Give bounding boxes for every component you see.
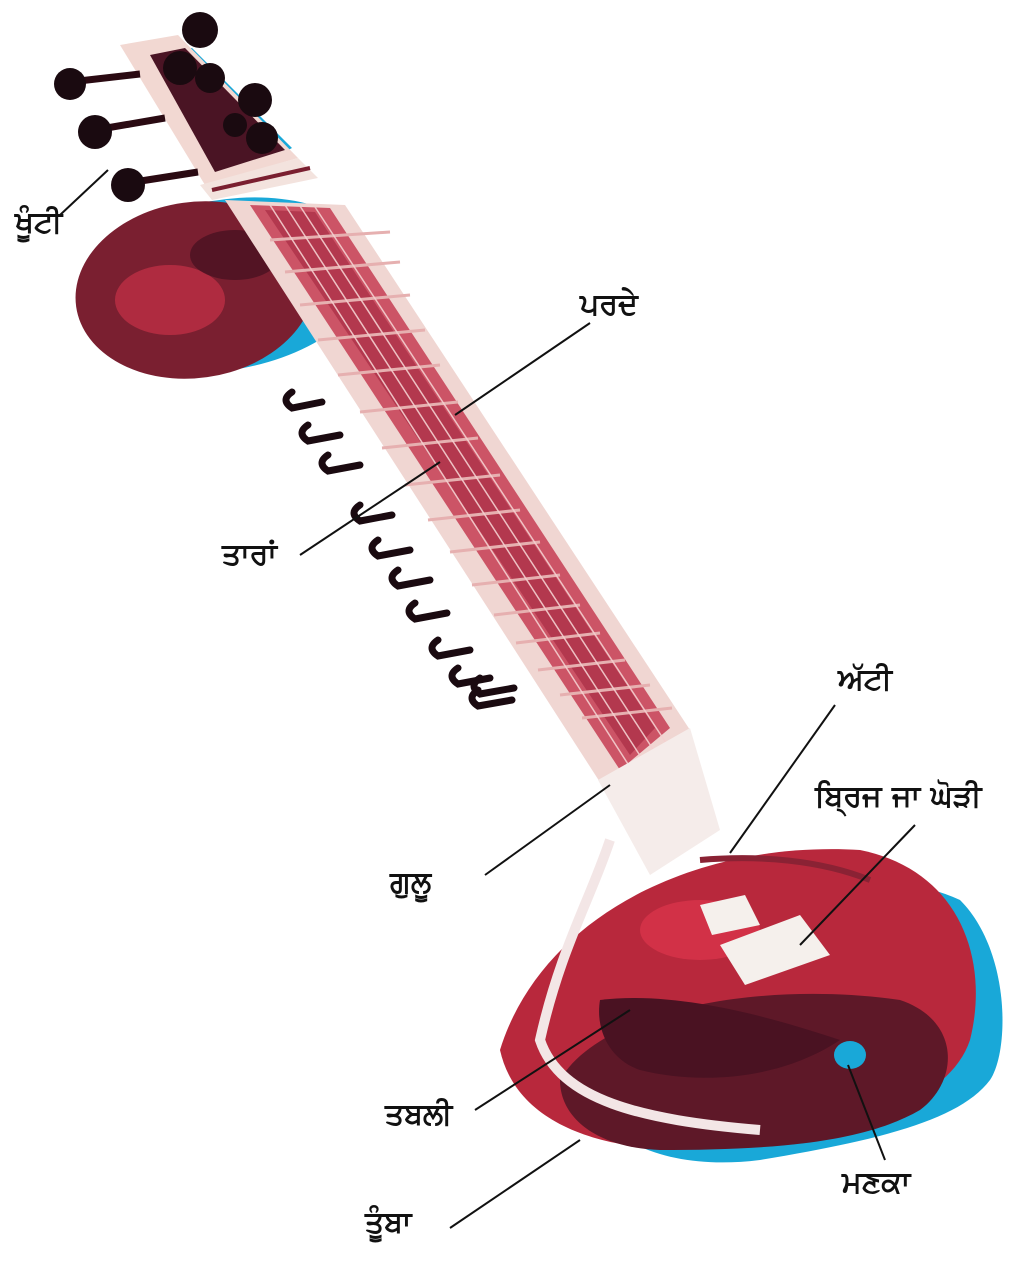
label-parde: ਪਰਦੇ [580,290,638,320]
label-bridge: ਬ੍ਰਿਜ ਜਾ ਘੋੜੀ [815,782,982,812]
label-gullu: ਗੁਲੂ [390,868,431,898]
leader-gullu [485,785,610,875]
label-khunti: ਖੂੰਟੀ [15,208,62,238]
label-taaran: ਤਾਰਾਂ [222,540,277,570]
leader-tumba [450,1140,580,1228]
leader-khunti [60,170,108,215]
main-gourd [500,840,976,1150]
leader-parde [455,323,590,415]
label-tumba: ਤੂੰਬਾ [365,1208,412,1238]
bead [834,1041,866,1069]
leader-taaran [300,462,440,555]
label-atti: ਅੱਟੀ [838,665,892,695]
label-manka: ਮਣਕਾ [842,1168,910,1198]
label-tabli: ਤਬਲੀ [385,1100,452,1130]
